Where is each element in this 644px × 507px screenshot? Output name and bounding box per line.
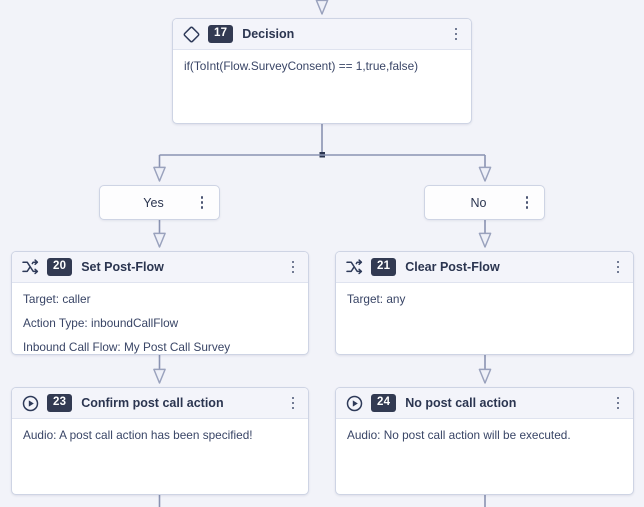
node-header[interactable]: 17 Decision xyxy=(173,19,471,50)
node-title: Confirm post call action xyxy=(81,396,224,410)
node-body: Audio: A post call action has been speci… xyxy=(12,419,308,451)
node-body-line: Audio: No post call action will be execu… xyxy=(347,428,571,442)
node-id-badge: 21 xyxy=(371,257,397,277)
node-id-badge: 23 xyxy=(47,393,73,413)
branch-yes[interactable]: Yes xyxy=(99,185,220,220)
play-circle-icon xyxy=(21,394,39,412)
flow-node-confirm-post-call-action[interactable]: 23 Confirm post call action Audio: A pos… xyxy=(11,387,309,495)
branch-label: No xyxy=(470,195,487,210)
flow-node-decision[interactable]: 17 Decision if(ToInt(Flow.SurveyConsent)… xyxy=(172,18,472,124)
flow-node-no-post-call-action[interactable]: 24 No post call action Audio: No post ca… xyxy=(335,387,634,495)
node-body-line: Audio: A post call action has been speci… xyxy=(23,428,253,442)
branch-no[interactable]: No xyxy=(424,185,545,220)
node-body-line: Target: caller xyxy=(23,292,91,306)
kebab-menu-icon[interactable] xyxy=(286,394,300,412)
node-header[interactable]: 21 Clear Post-Flow xyxy=(336,252,633,283)
node-body: Target: caller Action Type: inboundCallF… xyxy=(12,283,308,355)
node-header[interactable]: 20 Set Post-Flow xyxy=(12,252,308,283)
node-body: if(ToInt(Flow.SurveyConsent) == 1,true,f… xyxy=(173,50,471,82)
node-header[interactable]: 24 No post call action xyxy=(336,388,633,419)
node-body-line: Target: any xyxy=(347,292,406,306)
node-id-badge: 20 xyxy=(47,257,73,277)
kebab-menu-icon[interactable] xyxy=(611,394,625,412)
node-body-line: if(ToInt(Flow.SurveyConsent) == 1,true,f… xyxy=(184,59,419,73)
kebab-menu-icon[interactable] xyxy=(611,258,625,276)
node-title: Set Post-Flow xyxy=(81,260,164,274)
shuffle-icon xyxy=(21,258,39,276)
edge-decision-split xyxy=(153,124,492,182)
node-body: Target: any xyxy=(336,283,633,315)
branch-label: Yes xyxy=(143,195,164,210)
node-id-badge: 24 xyxy=(371,393,397,413)
node-body-line: Action Type: inboundCallFlow xyxy=(23,316,179,331)
flow-node-set-post-flow[interactable]: 20 Set Post-Flow Target: caller Action T… xyxy=(11,251,309,355)
node-body: Audio: No post call action will be execu… xyxy=(336,419,633,451)
node-title: Clear Post-Flow xyxy=(405,260,500,274)
node-id-badge: 17 xyxy=(208,24,234,44)
node-title: No post call action xyxy=(405,396,517,410)
kebab-menu-icon[interactable] xyxy=(286,258,300,276)
node-header[interactable]: 23 Confirm post call action xyxy=(12,388,308,419)
kebab-menu-icon[interactable] xyxy=(195,194,209,212)
play-circle-icon xyxy=(345,394,363,412)
kebab-menu-icon[interactable] xyxy=(449,25,463,43)
node-body-line: Inbound Call Flow: My Post Call Survey xyxy=(23,340,231,355)
kebab-menu-icon[interactable] xyxy=(520,194,534,212)
diamond-icon xyxy=(182,25,200,43)
node-title: Decision xyxy=(242,27,295,41)
flow-node-clear-post-flow[interactable]: 21 Clear Post-Flow Target: any xyxy=(335,251,634,355)
shuffle-icon xyxy=(345,258,363,276)
